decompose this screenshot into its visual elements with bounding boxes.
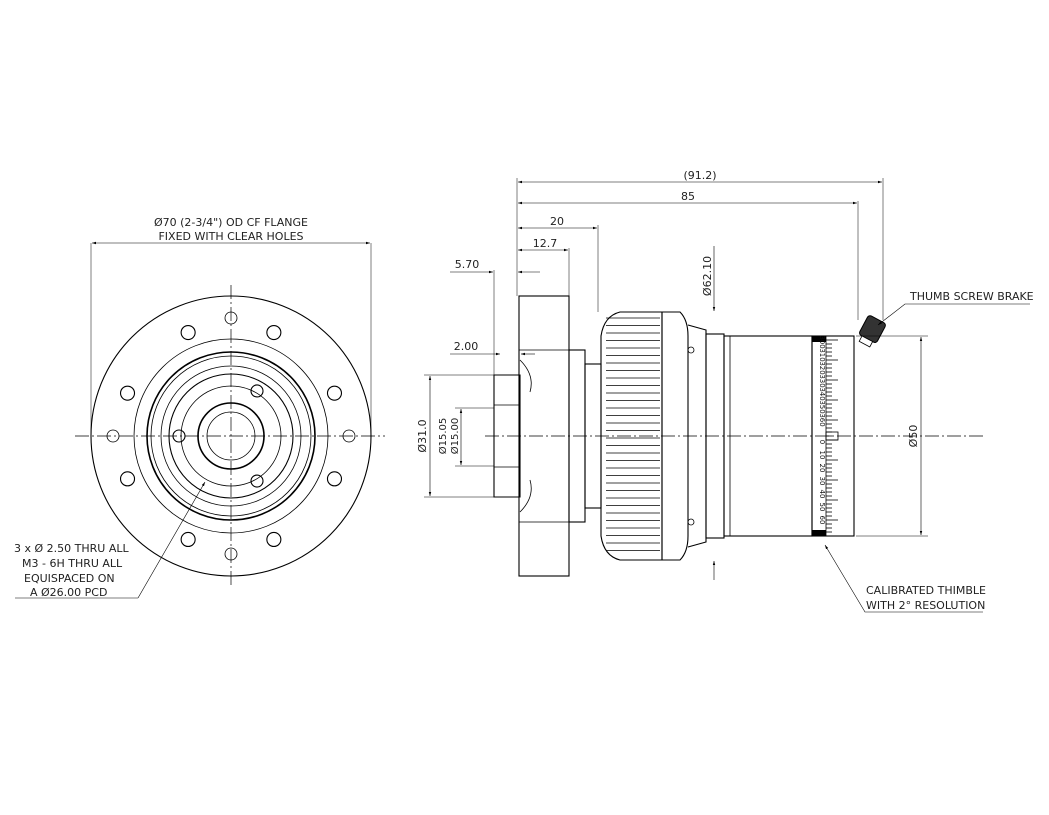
- thimble-leader: [824, 544, 983, 613]
- spigot-outline: [493, 374, 521, 498]
- tapped-hole: [250, 384, 264, 398]
- flange-label-line1: Ø70 (2-3/4") OD CF FLANGE: [154, 216, 308, 229]
- axis-hole: [106, 429, 120, 443]
- scale-lower-6: 60: [818, 516, 826, 525]
- thimble-scale-upper: 360 350 340 330 320 310 300: [818, 335, 826, 426]
- dim-d50: Ø50: [907, 425, 920, 448]
- scale-lower-1: 10: [818, 451, 826, 460]
- holes-note-line2: M3 - 6H THRU ALL: [22, 557, 123, 570]
- thimble-label-line1: CALIBRATED THIMBLE: [866, 584, 986, 597]
- scale-upper-0: 360: [818, 413, 826, 426]
- holes-note-line1: 3 x Ø 2.50 THRU ALL: [14, 542, 129, 555]
- thumb-screw: [858, 315, 886, 348]
- bolt-hole: [266, 324, 282, 341]
- thimble: [811, 335, 855, 537]
- knurl-teeth: [606, 317, 660, 551]
- inner-ring-1: [160, 365, 302, 507]
- bolt-hole: [326, 471, 343, 487]
- scale-lower-4: 40: [818, 490, 826, 499]
- thimble-band-top: [812, 336, 826, 342]
- axis-hole: [224, 547, 238, 561]
- flange-bore-ring: [133, 338, 329, 534]
- bolt-hole: [326, 385, 343, 401]
- dim-2-00: 2.00: [454, 340, 479, 353]
- bolt-hole: [180, 324, 196, 341]
- collar-mark-top: [687, 346, 695, 354]
- thimble-band-bottom: [812, 530, 826, 536]
- dim-85: 85: [681, 190, 695, 203]
- thumb-screw-leader: [877, 303, 1030, 326]
- dim-d15-05: Ø15.05: [437, 418, 449, 455]
- center-bore-inner: [206, 411, 256, 461]
- inner-ring-2: [168, 373, 294, 499]
- holes-note-line4: A Ø26.00 PCD: [30, 586, 107, 599]
- inner-ring-3: [180, 385, 282, 487]
- collar-mark-bottom: [687, 518, 695, 526]
- bolt-hole: [119, 385, 136, 401]
- front-view: Ø70 (2-3/4") OD CF FLANGE FIXED WITH CLE…: [14, 216, 385, 599]
- scale-upper-6: 300: [818, 335, 826, 348]
- thimble-scale-lower: 0 10 20 30 40 50 60: [818, 440, 826, 525]
- thumb-screw-label: THUMB SCREW BRAKE: [909, 290, 1034, 303]
- body-outer-ring: [146, 351, 316, 521]
- dim-d62-10: Ø62.10: [701, 256, 714, 296]
- bolt-hole: [119, 471, 136, 487]
- dim-5-70: 5.70: [455, 258, 480, 271]
- tapped-hole: [172, 429, 186, 443]
- thimble-label-line2: WITH 2° RESOLUTION: [866, 599, 985, 612]
- dim-d31-0: Ø31.0: [416, 419, 429, 452]
- scale-lower-3: 30: [818, 477, 826, 486]
- tapped-holes: [172, 384, 264, 488]
- scale-lower-5: 50: [818, 503, 826, 512]
- holes-note-line3: EQUISPACED ON: [24, 572, 115, 585]
- dim-d15-00: Ø15.00: [449, 418, 461, 455]
- scale-upper-4: 320: [818, 361, 826, 374]
- flange-label-line2: FIXED WITH CLEAR HOLES: [158, 230, 303, 243]
- collar: [661, 311, 689, 561]
- dim-20: 20: [550, 215, 564, 228]
- spigot-curves: [519, 359, 532, 513]
- scale-lower-2: 20: [818, 464, 826, 473]
- axis-hole: [342, 429, 356, 443]
- scale-upper-3: 330: [818, 374, 826, 387]
- dim-91-2: (91.2): [683, 169, 716, 182]
- holes-note-leader: [137, 481, 206, 599]
- side-view: 360 350 340 330 320 310 300 0 10 20 30 4…: [416, 169, 1034, 613]
- scale-lower-0: 0: [818, 440, 826, 444]
- dim-12-7: 12.7: [533, 237, 558, 250]
- body-inner-ring: [150, 355, 312, 517]
- bolt-hole: [180, 531, 196, 548]
- center-bore: [197, 402, 265, 470]
- scale-upper-2: 340: [818, 387, 826, 400]
- bolt-hole: [266, 531, 282, 548]
- tapped-hole: [250, 474, 264, 488]
- scale-upper-1: 350: [818, 400, 826, 413]
- axis-hole: [224, 311, 238, 325]
- scale-upper-5: 310: [818, 348, 826, 361]
- thimble-scale-ticks: [812, 336, 838, 536]
- flange-bolt-holes: [106, 311, 356, 561]
